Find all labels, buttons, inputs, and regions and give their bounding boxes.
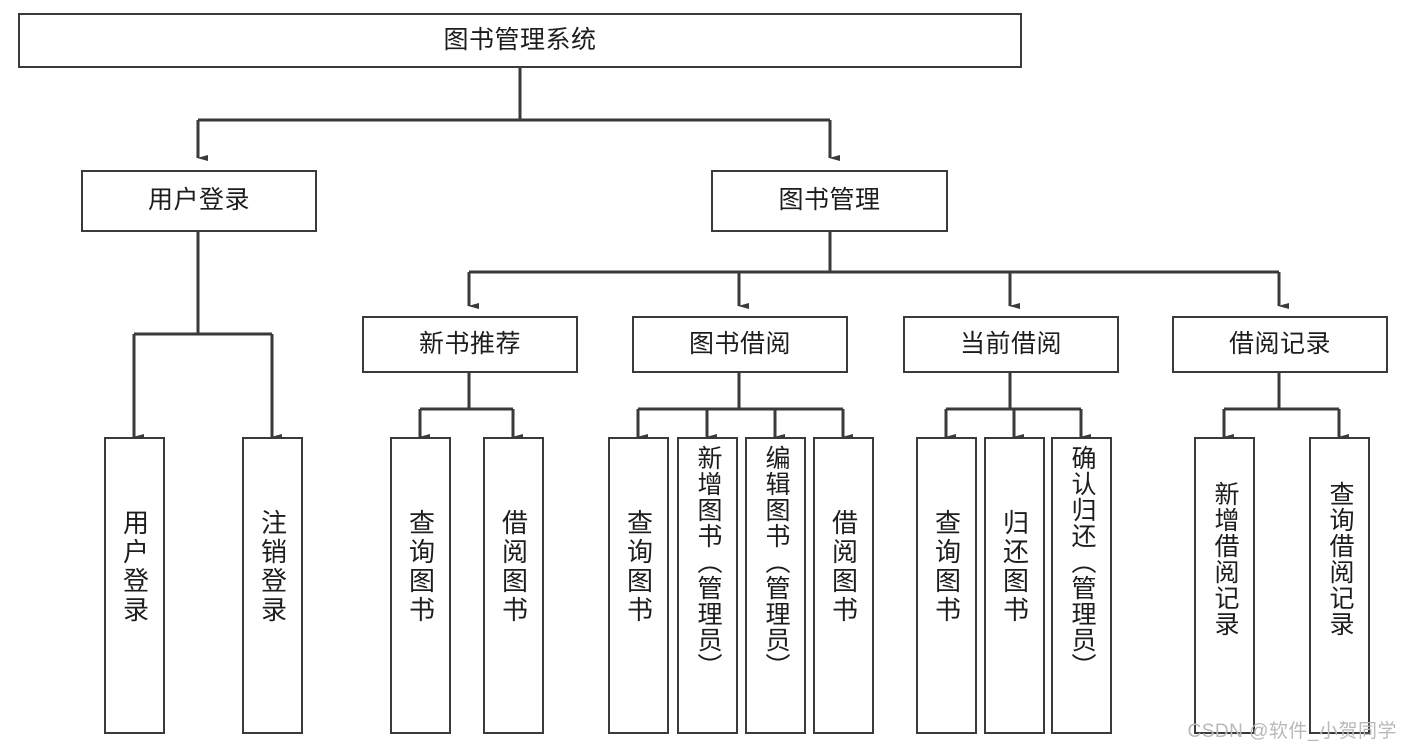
node-label: 当前借阅 [959,329,1062,358]
node-label: 图书管理 [778,186,881,215]
node-leaf-edit-book-admin[interactable]: 编辑图书（管理员） [745,437,806,734]
node-book-borrow[interactable]: 图书借阅 [632,316,848,373]
node-leaf-query-book-new[interactable]: 查询图书 [390,437,451,734]
node-leaf-query-book-current[interactable]: 查询图书 [916,437,977,734]
node-label: 图书借阅 [688,329,791,358]
node-label: 新增借阅记录 [1211,481,1239,637]
node-label: 用户登录 [147,186,250,215]
node-leaf-query-borrow-record[interactable]: 查询借阅记录 [1309,437,1370,734]
node-label: 借阅记录 [1228,329,1331,358]
node-label: 图书管理系统 [443,25,597,54]
node-leaf-add-book-admin[interactable]: 新增图书（管理员） [677,437,738,734]
node-current-borrow[interactable]: 当前借阅 [903,316,1119,373]
node-label: 归还图书 [999,509,1030,625]
node-book-management[interactable]: 图书管理 [711,170,948,232]
node-leaf-return-book[interactable]: 归还图书 [984,437,1045,734]
node-label: 用户登录 [119,509,150,625]
node-label: 新增图书（管理员） [694,445,722,679]
node-leaf-add-borrow-record[interactable]: 新增借阅记录 [1194,437,1255,734]
node-label: 查询图书 [405,509,436,625]
node-label: 新书推荐 [418,329,521,358]
node-leaf-query-book-borrow[interactable]: 查询图书 [608,437,669,734]
node-label: 确认归还（管理员） [1068,445,1096,679]
node-leaf-user-login[interactable]: 用户登录 [104,437,165,734]
node-borrow-record[interactable]: 借阅记录 [1172,316,1388,373]
node-root-system[interactable]: 图书管理系统 [18,13,1022,68]
node-label: 注销登录 [257,509,288,625]
node-leaf-borrow-book[interactable]: 借阅图书 [813,437,874,734]
node-new-book-recommend[interactable]: 新书推荐 [362,316,578,373]
node-label: 查询图书 [623,509,654,625]
node-leaf-borrow-book-new[interactable]: 借阅图书 [483,437,544,734]
node-label: 借阅图书 [498,509,529,625]
node-leaf-user-logout[interactable]: 注销登录 [242,437,303,734]
node-label: 查询借阅记录 [1326,481,1354,637]
node-label: 借阅图书 [828,509,859,625]
node-label: 编辑图书（管理员） [762,445,790,679]
node-label: 查询图书 [931,509,962,625]
node-leaf-confirm-return-admin[interactable]: 确认归还（管理员） [1051,437,1112,734]
node-user-login[interactable]: 用户登录 [81,170,317,232]
